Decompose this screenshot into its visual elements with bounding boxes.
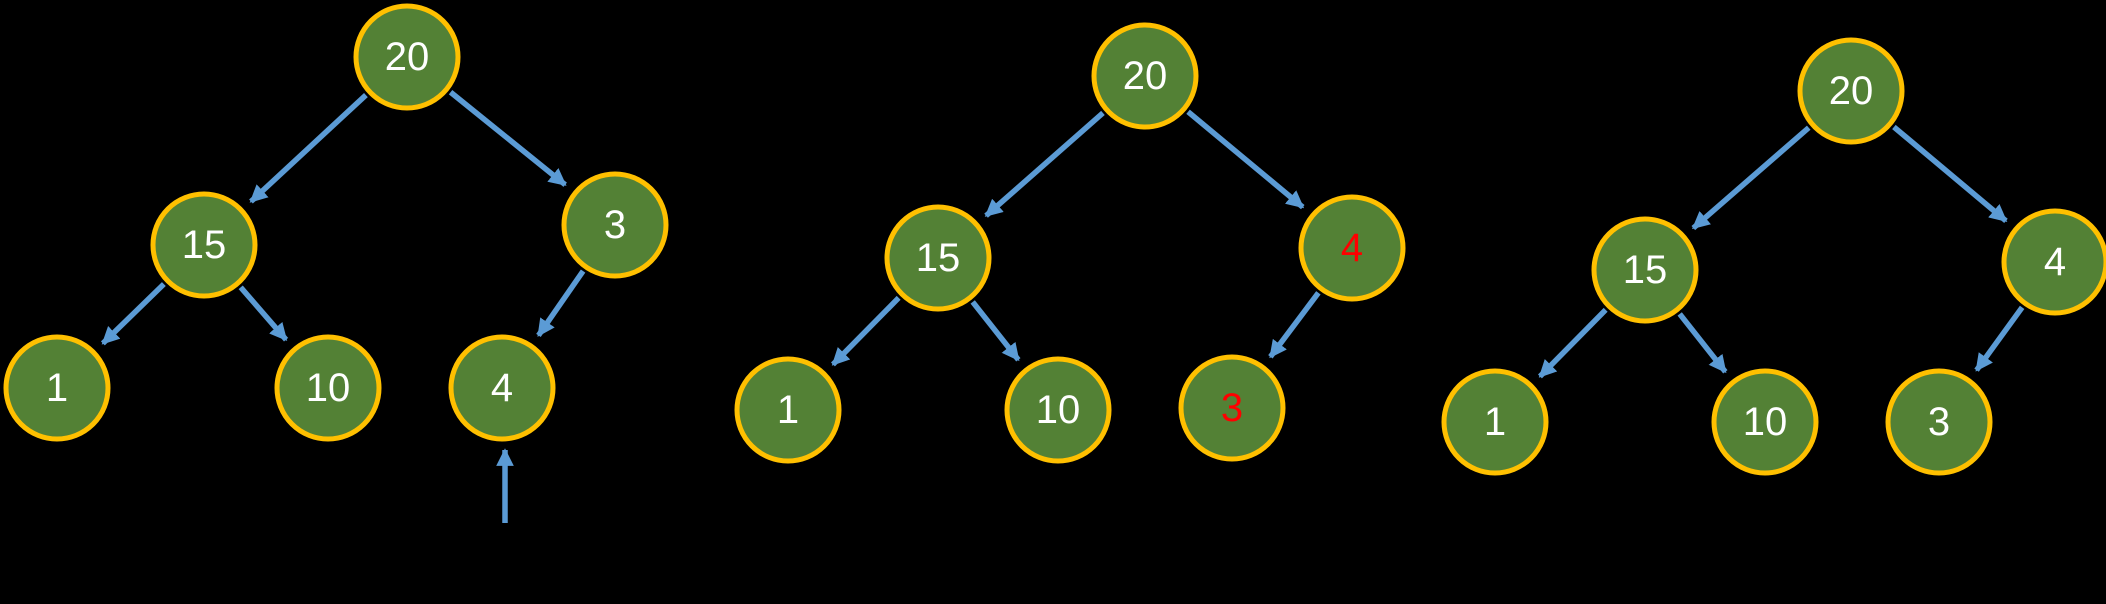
tree-edge-arrow (1537, 307, 1608, 379)
tree-node-value: 15 (916, 236, 961, 280)
tree-node-value: 10 (1036, 388, 1081, 432)
tree-node-value: 1 (1484, 400, 1506, 444)
tree-node-circle (1591, 216, 1699, 324)
tree-final: 20 15 4 1 10 3 (1441, 37, 2106, 476)
tree-node-circle (1298, 194, 1406, 302)
tree-node-circle (150, 191, 258, 299)
tree-edge-arrow (100, 282, 166, 346)
tree-node-circle (1178, 354, 1286, 462)
tree-edge-arrow (1677, 312, 1728, 374)
tree-node-circle (1711, 368, 1819, 476)
tree-node-value: 3 (604, 203, 626, 247)
tree-node-value: 4 (491, 366, 513, 410)
tree-node-value: 15 (182, 223, 227, 267)
tree-node-value: 1 (777, 388, 799, 432)
tree-edge-arrow (970, 300, 1021, 362)
tree-node-circle (353, 3, 461, 111)
tree-edge-arrow (1892, 124, 2008, 223)
tree-edge-arrow (238, 285, 289, 342)
tree-node-circle (734, 356, 842, 464)
tree-edge-arrow (984, 110, 1105, 218)
tree-edge-arrow (536, 269, 586, 337)
tree-node-circle (561, 171, 669, 279)
tree-node-value: 10 (306, 366, 351, 410)
tree-node-circle (2001, 208, 2106, 316)
tree-node-value: 4 (2044, 240, 2066, 284)
tree-node-value: 1 (46, 366, 68, 410)
tree-node-value: 4 (1341, 226, 1363, 270)
tree-edge-arrow (1186, 109, 1305, 210)
tree-node-circle (448, 334, 556, 442)
tree-node-value: 3 (1928, 400, 1950, 444)
tree-node-circle (274, 334, 382, 442)
tree-node-value: 20 (1829, 69, 1874, 113)
tree-edge-arrow (1691, 125, 1811, 231)
tree-initial: 20 15 3 1 10 4 (3, 3, 669, 523)
tree-node-value: 3 (1221, 386, 1243, 430)
tree-node-circle (884, 204, 992, 312)
tree-edge-arrow (1268, 291, 1321, 359)
tree-node-value: 20 (385, 35, 430, 79)
tree-node-circle (1441, 368, 1549, 476)
tree-node-circle (1091, 22, 1199, 130)
tree-node-circle (1797, 37, 1905, 145)
tree-node-value: 10 (1743, 400, 1788, 444)
tree-node-circle (1004, 356, 1112, 464)
tree-edge-arrow (1974, 305, 2025, 372)
tree-node-circle (1885, 368, 1993, 476)
tree-after-swap: 20 15 4 1 10 3 (734, 22, 1406, 464)
tree-node-value: 20 (1123, 54, 1168, 98)
tree-edge-arrow (249, 93, 368, 204)
tree-edge-arrow (448, 90, 567, 187)
tree-edge-arrow (830, 295, 901, 367)
tree-node-circle (3, 334, 111, 442)
tree-node-value: 15 (1623, 248, 1668, 292)
